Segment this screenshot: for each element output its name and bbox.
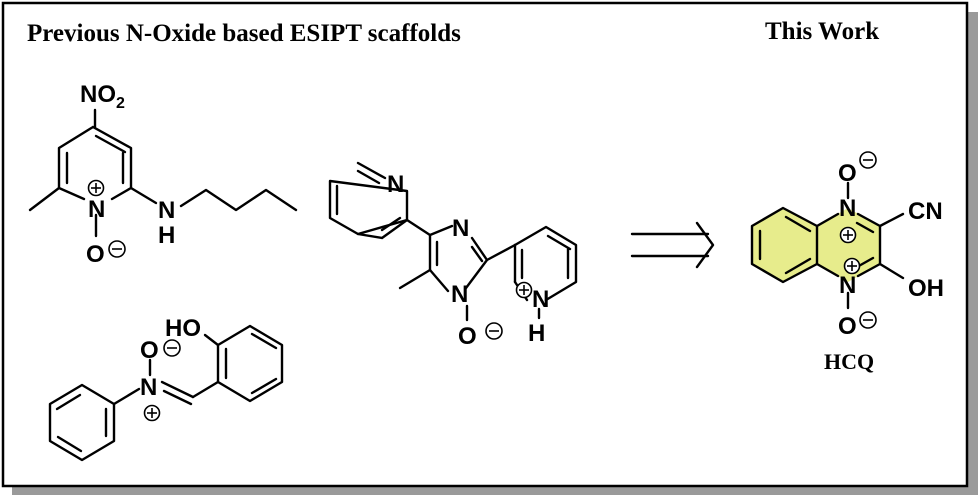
negative-charge-icon (485, 322, 503, 340)
ring-double-bond-top (94, 134, 127, 154)
hcq-bottom-n-label: N (839, 272, 856, 299)
molecule-nitrone: N O HO (48, 315, 284, 462)
positive-charge-icon (515, 281, 533, 299)
ring-n-label: N (88, 196, 105, 223)
pyridine-upper-ring-edge (356, 218, 409, 240)
imidazole-o-label: O (458, 323, 477, 350)
c-nh-bond (129, 186, 158, 205)
oh-bond (203, 333, 220, 347)
molecule-hcq: N N O O CN OH HCQ (750, 151, 944, 374)
hydroxy-label: HO (165, 315, 201, 342)
molecule-nitropyridine-n-oxide: NO2 N O N H (28, 81, 298, 268)
phenyl-left-double-bonds (55, 393, 108, 453)
previous-scaffolds-title: Previous N-Oxide based ESIPT scaffolds (27, 20, 461, 47)
c-n-double-bond (160, 380, 195, 406)
amine-n-label: N (158, 197, 175, 224)
amine-h-label: H (158, 222, 175, 249)
ring-double-bonds (65, 151, 125, 185)
ring-bonds (57, 125, 133, 201)
oh-bond (878, 262, 905, 280)
oxide-o-label: O (86, 241, 105, 268)
pyridine-imidazole-bond (405, 218, 432, 237)
positive-charge-icon (143, 404, 161, 422)
hcq-hydroxy-label: OH (908, 275, 944, 302)
this-work-title: This Work (765, 18, 879, 45)
positive-charge-icon (87, 179, 105, 197)
negative-charge-icon (108, 240, 126, 258)
negative-charge-icon (859, 151, 877, 169)
methyl-bond (398, 268, 432, 290)
retro-arrow-icon (630, 221, 715, 269)
hcq-top-o-label: O (838, 160, 857, 187)
benzo-double-bonds (758, 215, 812, 275)
molecule-imidazole-n-oxide: N N N O N H (328, 161, 578, 350)
hcq-bottom-o-label: O (838, 313, 857, 340)
phenyl-right-double-bonds (224, 332, 278, 395)
cn-bond (878, 212, 905, 228)
butyl-chain (179, 188, 298, 212)
pyridine-lower-double-bonds (520, 234, 572, 280)
negative-charge-icon (163, 339, 181, 357)
nitro-label: NO2 (80, 81, 125, 112)
pyridine-upper-ring (328, 161, 409, 236)
negative-charge-icon (859, 311, 877, 329)
hcq-compound-label: HCQ (824, 349, 874, 374)
imidazole-n-oxide-label: N (451, 281, 468, 308)
imid-pyridine-bond (485, 243, 517, 262)
pyrazine-ring (815, 212, 882, 278)
ch-aryl-bond (191, 380, 220, 399)
nitrone-n-label: N (140, 374, 157, 401)
imidazole-n-label: N (452, 215, 469, 242)
nitrone-o-label: O (140, 337, 159, 364)
positive-charge-icon (839, 226, 857, 244)
ph-n-bond (112, 387, 141, 406)
positive-charge-icon (843, 257, 861, 275)
imidazole-double-bonds (435, 240, 484, 267)
hcq-top-n-label: N (839, 195, 856, 222)
pyridine-upper-double-bonds (335, 169, 402, 232)
pyridinium-n-label: N (532, 286, 549, 313)
methyl-bond (28, 186, 61, 212)
cyano-label: CN (908, 198, 943, 225)
pyridinium-h-label: H (528, 320, 545, 347)
upper-pyridine-n-label: N (387, 171, 404, 198)
